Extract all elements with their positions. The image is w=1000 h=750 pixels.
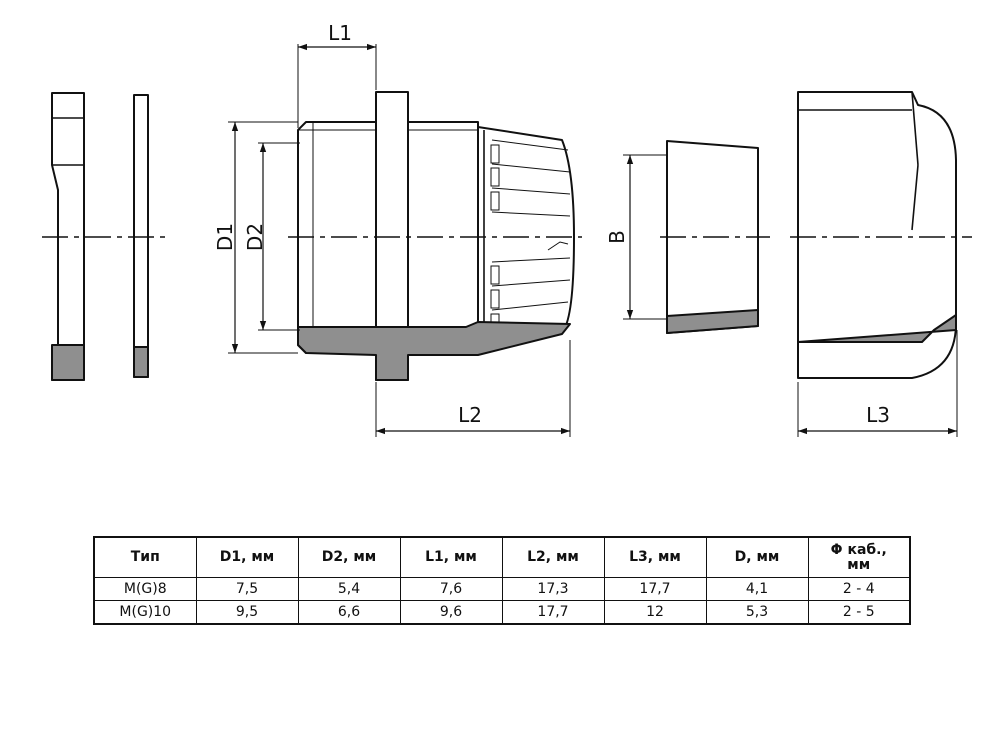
label-l1: L1: [328, 21, 352, 45]
gland-body-section: [297, 91, 575, 381]
header-d: D, мм: [705, 536, 809, 578]
dimensions-table: Тип D1, мм D2, мм L1, мм L2, мм L3, мм D…: [93, 536, 911, 625]
cell-d1: 9,5: [195, 600, 299, 625]
header-cable-diameter: Φ каб.,мм: [807, 536, 911, 578]
cell-d1: 7,5: [195, 577, 299, 601]
header-type: Тип: [93, 536, 197, 578]
dimension-b: B: [605, 154, 668, 320]
cell-l1: 9,6: [399, 600, 503, 625]
label-l2: L2: [458, 403, 482, 427]
header-cable-line1: Φ каб.,: [830, 541, 887, 558]
dimension-d1: D1: [213, 121, 298, 354]
cell-type: M(G)10: [93, 600, 197, 625]
header-d1: D1, мм: [195, 536, 299, 578]
label-l3: L3: [866, 403, 890, 427]
washer-section: [133, 94, 149, 378]
cell-l2: 17,3: [501, 577, 605, 601]
header-cable-line2: мм: [847, 556, 871, 573]
cable-gland-technical-drawing: L1 D1 D2 B L2 L3: [42, 21, 972, 437]
cell-cable-diameter: 2 - 4: [807, 577, 911, 601]
label-d2: D2: [243, 223, 267, 251]
label-d1: D1: [213, 223, 237, 251]
cell-d: 4,1: [705, 577, 809, 601]
cell-l1: 7,6: [399, 577, 503, 601]
table-header-row: Тип D1, мм D2, мм L1, мм L2, мм L3, мм D…: [93, 536, 911, 578]
cap-nut-section: [797, 91, 957, 379]
dimension-l3: L3: [797, 330, 958, 437]
header-l1: L1, мм: [399, 536, 503, 578]
cell-type: M(G)8: [93, 577, 197, 601]
cell-l3: 12: [603, 600, 707, 625]
dimension-d2: D2: [243, 142, 300, 331]
cell-cable-diameter: 2 - 5: [807, 600, 911, 625]
header-l2: L2, мм: [501, 536, 605, 578]
dimension-l1: L1: [297, 21, 377, 128]
table-row: M(G)8 7,5 5,4 7,6 17,3 17,7 4,1 2 - 4: [93, 577, 911, 601]
label-b: B: [605, 230, 629, 244]
table-row: M(G)10 9,5 6,6 9,6 17,7 12 5,3 2 - 5: [93, 600, 911, 625]
cell-l2: 17,7: [501, 600, 605, 625]
cell-d2: 5,4: [297, 577, 401, 601]
header-d2: D2, мм: [297, 536, 401, 578]
dimension-l2: L2: [375, 340, 571, 437]
cell-l3: 17,7: [603, 577, 707, 601]
cell-d2: 6,6: [297, 600, 401, 625]
cell-d: 5,3: [705, 600, 809, 625]
header-l3: L3, мм: [603, 536, 707, 578]
